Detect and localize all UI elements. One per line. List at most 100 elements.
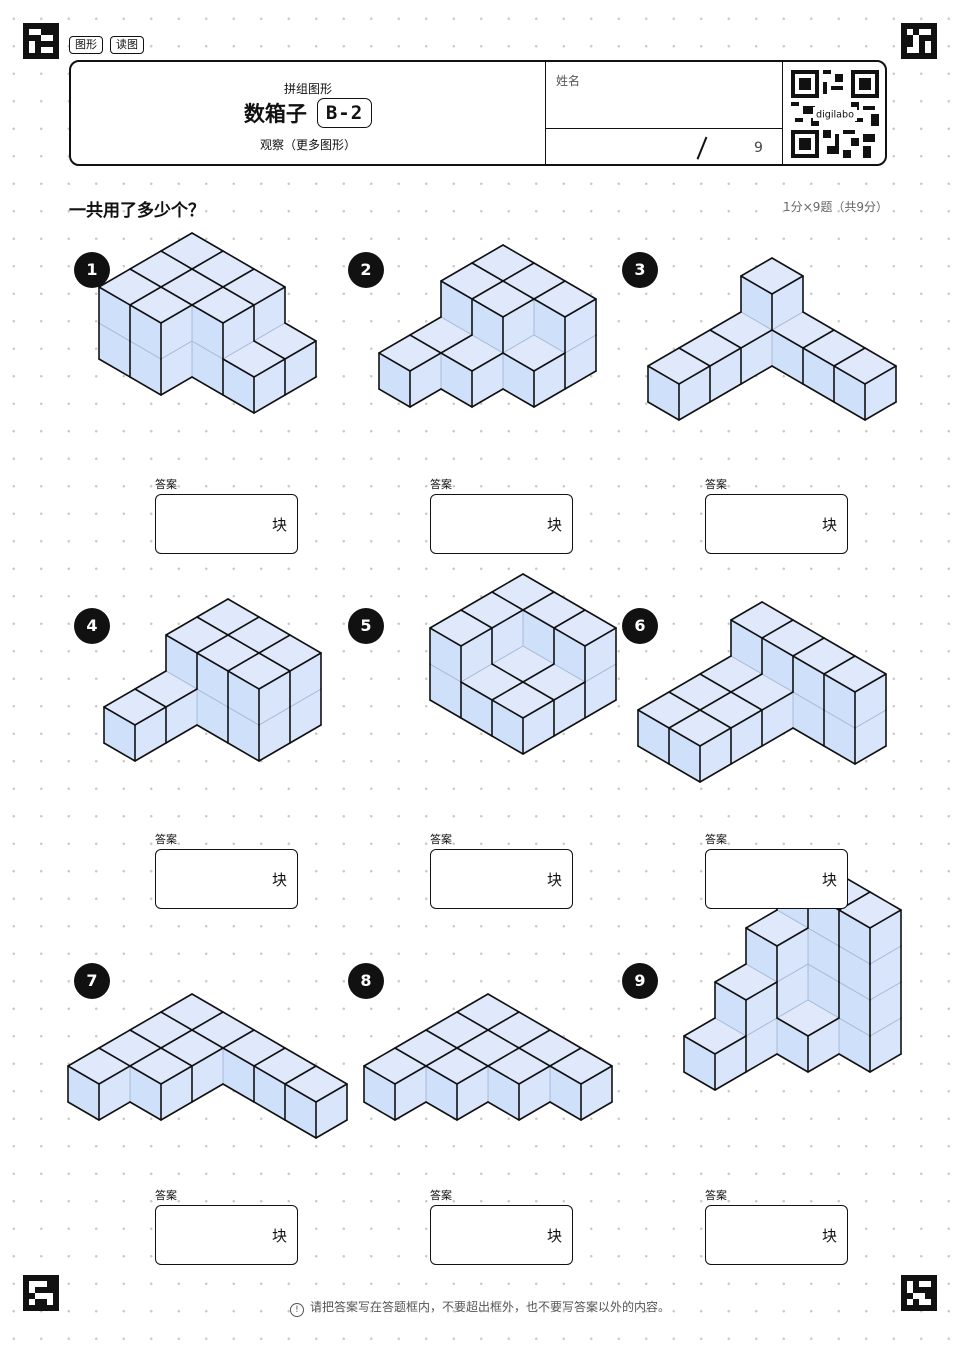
outline-edge <box>745 1053 778 1073</box>
outline-edge <box>440 262 473 282</box>
outline-edge <box>745 981 778 1001</box>
outline-edge <box>394 1029 427 1049</box>
outline-edge <box>730 745 763 765</box>
answer-unit: 块 <box>821 1227 837 1245</box>
outline-edge <box>553 681 586 701</box>
outline-edge <box>518 1101 551 1121</box>
outline-edge <box>196 616 229 636</box>
outline-edge <box>491 699 524 719</box>
outline-edge <box>518 1047 551 1067</box>
outline-edge <box>869 891 902 911</box>
answer-label-3: 答案 <box>705 478 727 491</box>
outline-edge <box>699 673 732 693</box>
outline-edge <box>222 268 255 288</box>
outline-edge <box>315 1065 348 1085</box>
problem-number-3: 3 <box>622 252 658 288</box>
outline-edge <box>714 1071 747 1091</box>
outline-edge <box>191 1047 224 1067</box>
corner-marker-top-right <box>901 23 937 59</box>
title-row: 数箱子 B-2 <box>71 98 545 128</box>
outline-edge <box>487 1029 520 1049</box>
outline-edge <box>823 637 856 657</box>
answer-box-3[interactable]: 块 <box>705 494 848 554</box>
outline-edge <box>103 742 136 762</box>
outline-edge <box>191 250 224 270</box>
outline-edge <box>222 1083 255 1103</box>
answer-box-7[interactable]: 块 <box>155 1205 298 1265</box>
outline-edge <box>409 388 442 408</box>
outline-edge <box>227 634 260 654</box>
outline-edge <box>771 275 804 295</box>
outline-edge <box>129 1011 162 1031</box>
outline-edge <box>258 670 291 690</box>
cube-figure-8 <box>363 993 613 1121</box>
outline-edge <box>227 652 260 672</box>
outline-edge <box>699 727 732 747</box>
outline-edge <box>771 329 804 349</box>
outline-edge <box>730 709 763 729</box>
outline-edge <box>67 1065 100 1085</box>
outline-edge <box>668 691 701 711</box>
outline-edge <box>502 388 535 408</box>
answer-box-2[interactable]: 块 <box>430 494 573 554</box>
outline-edge <box>98 1029 131 1049</box>
outline-edge <box>460 609 493 629</box>
outline-edge <box>761 619 794 639</box>
outline-edge <box>129 1047 162 1067</box>
problem-number-4: 4 <box>74 608 110 644</box>
outline-edge <box>363 1047 396 1067</box>
outline-edge <box>284 1047 317 1067</box>
figure-outline <box>103 598 322 762</box>
answer-label-5: 答案 <box>430 833 452 846</box>
outline-edge <box>522 573 555 593</box>
outline-edge <box>134 742 167 762</box>
outline-edge <box>668 709 701 729</box>
outline-edge <box>564 280 597 300</box>
outline-edge <box>833 401 866 421</box>
answer-box-6[interactable]: 块 <box>705 849 848 909</box>
outline-edge <box>160 1047 193 1067</box>
outline-edge <box>196 634 229 654</box>
outline-edge <box>191 304 224 324</box>
answer-box-5[interactable]: 块 <box>430 849 573 909</box>
outline-edge <box>165 688 198 708</box>
outline-edge <box>222 1047 255 1067</box>
outline-edge <box>730 619 763 639</box>
outline-edge <box>580 1101 613 1121</box>
outline-edge <box>425 1101 458 1121</box>
outline-edge <box>409 352 442 372</box>
answer-box-1[interactable]: 块 <box>155 494 298 554</box>
outline-edge <box>522 681 555 701</box>
outline-edge <box>253 358 286 378</box>
worksheet-subtitle: 拼组图形 <box>283 82 332 96</box>
outline-edge <box>637 745 670 765</box>
outline-edge <box>284 1119 317 1139</box>
outline-edge <box>823 673 856 693</box>
answer-box-9[interactable]: 块 <box>705 1205 848 1265</box>
outline-edge <box>678 365 711 385</box>
outline-edge <box>502 298 535 318</box>
outline-edge <box>668 763 701 783</box>
outline-edge <box>709 311 742 331</box>
answer-box-8[interactable]: 块 <box>430 1205 573 1265</box>
outline-edge <box>580 1065 613 1085</box>
outline-edge <box>730 673 763 693</box>
question-text: 一共用了多少个？ <box>69 201 205 221</box>
outline-edge <box>160 250 193 270</box>
outline-edge <box>227 670 260 690</box>
outline-edge <box>709 329 742 349</box>
cube-figure-6 <box>637 601 887 783</box>
outline-edge <box>854 673 887 693</box>
outline-edge <box>584 627 617 647</box>
outline-edge <box>802 311 835 331</box>
cube-figure-7 <box>67 993 348 1139</box>
outline-edge <box>394 1047 427 1067</box>
outline-edge <box>709 347 742 367</box>
outline-edge <box>869 1053 902 1073</box>
outline-edge <box>456 993 489 1013</box>
outline-edge <box>802 383 835 403</box>
answer-box-4[interactable]: 块 <box>155 849 298 909</box>
outline-edge <box>564 370 597 390</box>
total-score: 9 <box>754 140 763 156</box>
outline-edge <box>502 262 535 282</box>
